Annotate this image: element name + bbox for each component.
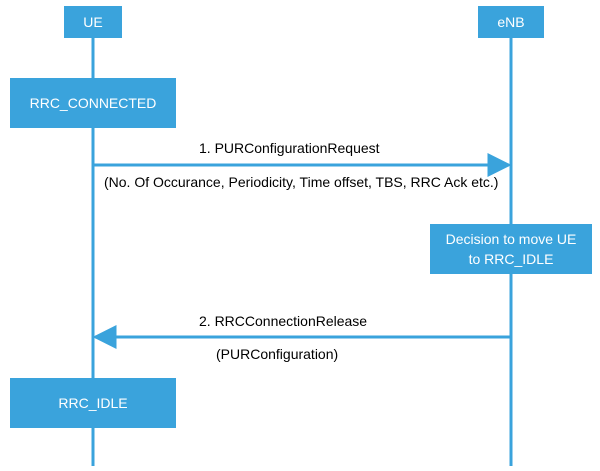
enb-entity-box: eNB — [478, 6, 544, 38]
decision-line-1: Decision to move UE — [445, 231, 577, 247]
ue-entity-label: UE — [83, 14, 103, 30]
rrc-idle-state-box: RRC_IDLE — [10, 378, 176, 428]
rrc-idle-label: RRC_IDLE — [58, 395, 128, 411]
rrc-connected-label: RRC_CONNECTED — [29, 95, 157, 111]
enb-entity-label: eNB — [497, 14, 525, 30]
message-1-params: (No. Of Occurance, Periodicity, Time off… — [104, 174, 499, 190]
decision-box: Decision to move UE to RRC_IDLE — [430, 224, 592, 274]
message-2-label: 2. RRCConnectionRelease — [199, 313, 368, 329]
message-2-params: (PURConfiguration) — [216, 346, 339, 362]
decision-line-2: to RRC_IDLE — [468, 251, 554, 267]
message-1-label: 1. PURConfigurationRequest — [199, 140, 380, 156]
ue-entity-box: UE — [64, 6, 122, 38]
rrc-connected-state-box: RRC_CONNECTED — [10, 78, 176, 128]
